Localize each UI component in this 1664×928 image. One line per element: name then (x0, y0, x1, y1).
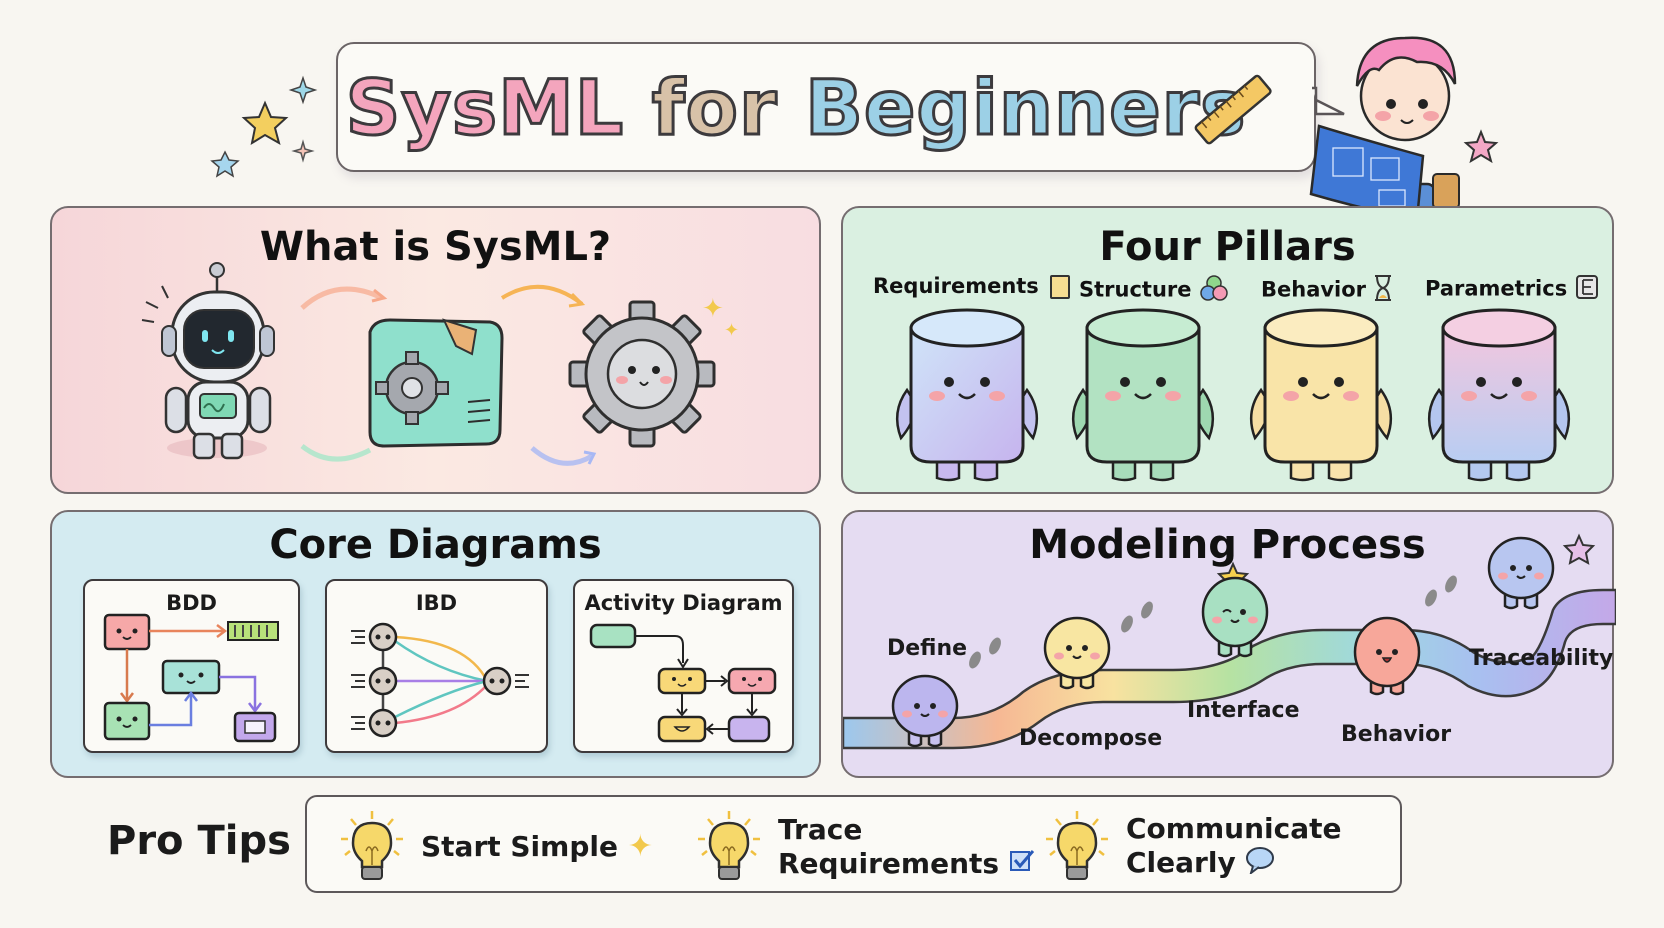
panel-core-diagrams: Core Diagrams BDD IBD (50, 510, 821, 778)
robot-icon (132, 258, 302, 492)
step-character-traceability (1479, 532, 1559, 616)
step-label-interface: Interface (1187, 698, 1300, 723)
star-cluster-icon (205, 70, 325, 180)
panel-what-is-sysml: What is SysML? (50, 206, 821, 494)
pillar-label-requirements: Requirements (873, 274, 1071, 299)
step-label-define: Define (887, 636, 968, 661)
card-title-activity-diagram: Activity Diagram (584, 591, 783, 615)
bdd-diagram-icon (103, 613, 279, 743)
step-character-define (883, 670, 963, 754)
panel-modeling-process: Modeling Process Define Decompose Int (841, 510, 1616, 778)
flow-arrows-icon (292, 268, 652, 482)
title-word-for: for (650, 61, 778, 153)
card-title-ibd: IBD (415, 591, 458, 615)
panel-title-core-diagrams: Core Diagrams (269, 522, 602, 568)
lightbulb-icon (1046, 811, 1108, 880)
step-label-decompose: Decompose (1019, 726, 1163, 751)
formula-icon (1575, 274, 1599, 305)
step-character-decompose (1035, 612, 1115, 696)
tip-communicate-clearly: Communicate Clearly (1040, 809, 1341, 885)
panel-title-what-is-sysml: What is SysML? (259, 224, 612, 270)
pillar-label-structure: Structure (1079, 274, 1229, 307)
gear-face-icon (562, 294, 722, 458)
panel-title-four-pillars: Four Pillars (1099, 224, 1356, 270)
pillar-character-parametrics (1419, 306, 1579, 490)
tip-text-requirements: Requirements (778, 846, 1000, 880)
pillar-label-behavior: Behavior (1261, 274, 1393, 307)
title-banner: SysML for Beginners (336, 42, 1316, 172)
document-icon (1050, 275, 1071, 299)
title-word-sysml: SysML (344, 61, 625, 153)
lightbulb-icon (341, 811, 403, 880)
sparkle-small-icon: ✦ (724, 320, 740, 341)
activity-diagram-icon (589, 623, 777, 743)
sparkle-icon: ✦ (702, 294, 724, 324)
panel-title-modeling-process: Modeling Process (1029, 522, 1426, 568)
card-bdd[interactable]: BDD (83, 579, 300, 753)
panel-four-pillars: Four Pillars Requirements Structure Beha… (841, 206, 1614, 494)
pillar-character-requirements (887, 306, 1047, 490)
tip-text-trace: Trace (778, 812, 863, 846)
ruler-icon (1188, 66, 1278, 160)
step-label-traceability: Traceability (1469, 646, 1614, 671)
step-character-interface (1193, 574, 1273, 666)
tip-text-clearly: Clearly (1126, 846, 1236, 879)
checkbox-icon (1009, 848, 1035, 882)
pillar-character-behavior (1241, 306, 1401, 490)
tip-trace-requirements: Trace Requirements (692, 809, 1035, 885)
tip-text-communicate: Communicate (1126, 812, 1342, 845)
pro-tips-title: Pro Tips (107, 818, 291, 864)
card-ibd[interactable]: IBD (325, 579, 548, 753)
tip-text-start-simple: Start Simple (421, 830, 618, 863)
card-title-bdd: BDD (166, 591, 217, 615)
speech-bubble-icon (1245, 846, 1275, 882)
page-title: SysML for Beginners (344, 61, 1247, 153)
pro-tips-box: Start Simple ✦ Trace Requirements (305, 795, 1402, 893)
hourglass-icon (1373, 274, 1393, 307)
speech-tail (1312, 86, 1348, 130)
card-activity-diagram[interactable]: Activity Diagram (573, 579, 794, 753)
lightbulb-icon (698, 811, 760, 880)
pillar-label-parametrics: Parametrics (1425, 274, 1599, 305)
step-label-behavior: Behavior (1341, 722, 1452, 747)
shapes-icon (1199, 274, 1229, 307)
tip-start-simple: Start Simple ✦ (335, 809, 653, 885)
step-character-behavior (1345, 614, 1425, 704)
sparkle-icon: ✦ (627, 829, 653, 864)
box-with-gear-icon (360, 312, 510, 456)
ibd-diagram-icon (351, 622, 529, 738)
title-word-beginners: Beginners (803, 61, 1247, 153)
pillar-character-structure (1063, 306, 1223, 490)
